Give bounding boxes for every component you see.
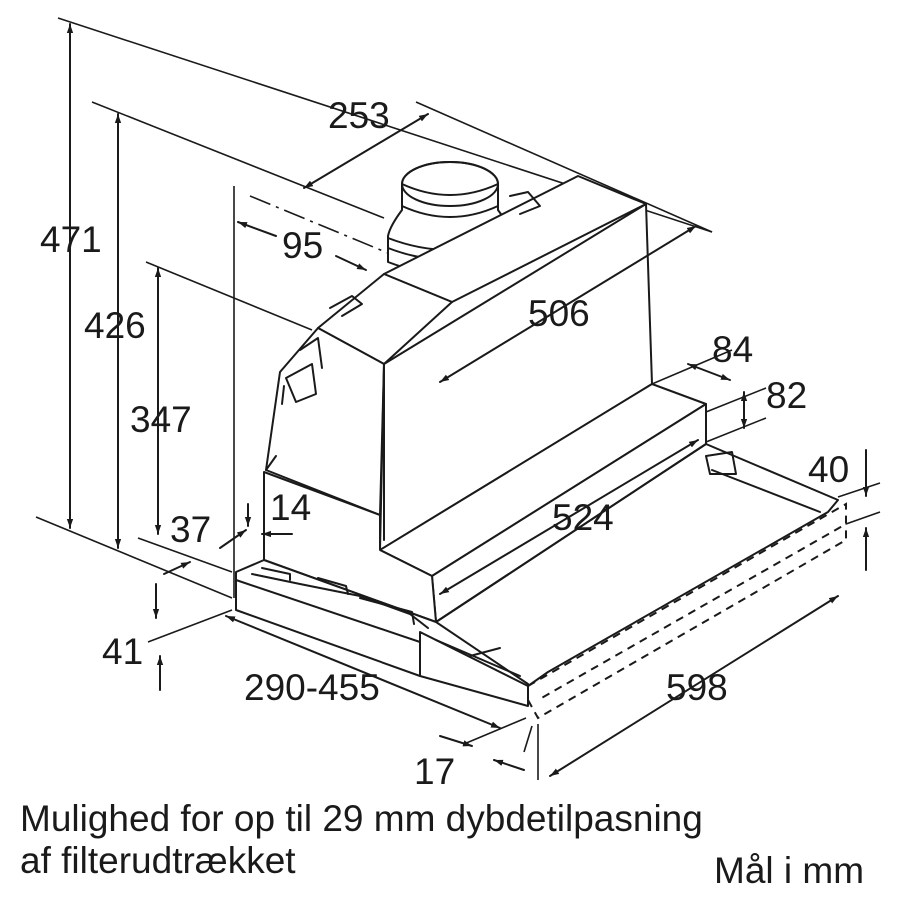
dim-17: 17: [414, 751, 455, 792]
hood-housing: [263, 175, 707, 623]
caption-line-1: Mulighed for op til 29 mm dybdetilpasnin…: [20, 798, 703, 839]
caption-line-2: af filterudtrækket: [20, 840, 296, 881]
dim-95: 95: [282, 225, 323, 266]
dim-82: 82: [766, 375, 807, 416]
dim-471: 471: [40, 219, 102, 260]
dim-37: 37: [170, 509, 211, 550]
dim-598: 598: [666, 667, 728, 708]
dim-426: 426: [84, 305, 146, 346]
dim-253: 253: [328, 95, 390, 136]
dim-41: 41: [102, 631, 143, 672]
dimension-lines: [66, 23, 870, 777]
dim-84: 84: [712, 329, 753, 370]
dim-40: 40: [808, 449, 849, 490]
dim-290-455: 290-455: [244, 667, 380, 708]
dim-347: 347: [130, 399, 192, 440]
dim-506: 506: [528, 293, 590, 334]
dimension-labels: 253 471 95 426 506 84 82 347 40 14 37 52…: [40, 95, 849, 792]
dim-524: 524: [552, 497, 614, 538]
units-note: Mål i mm: [714, 850, 865, 891]
dim-14: 14: [270, 487, 311, 528]
